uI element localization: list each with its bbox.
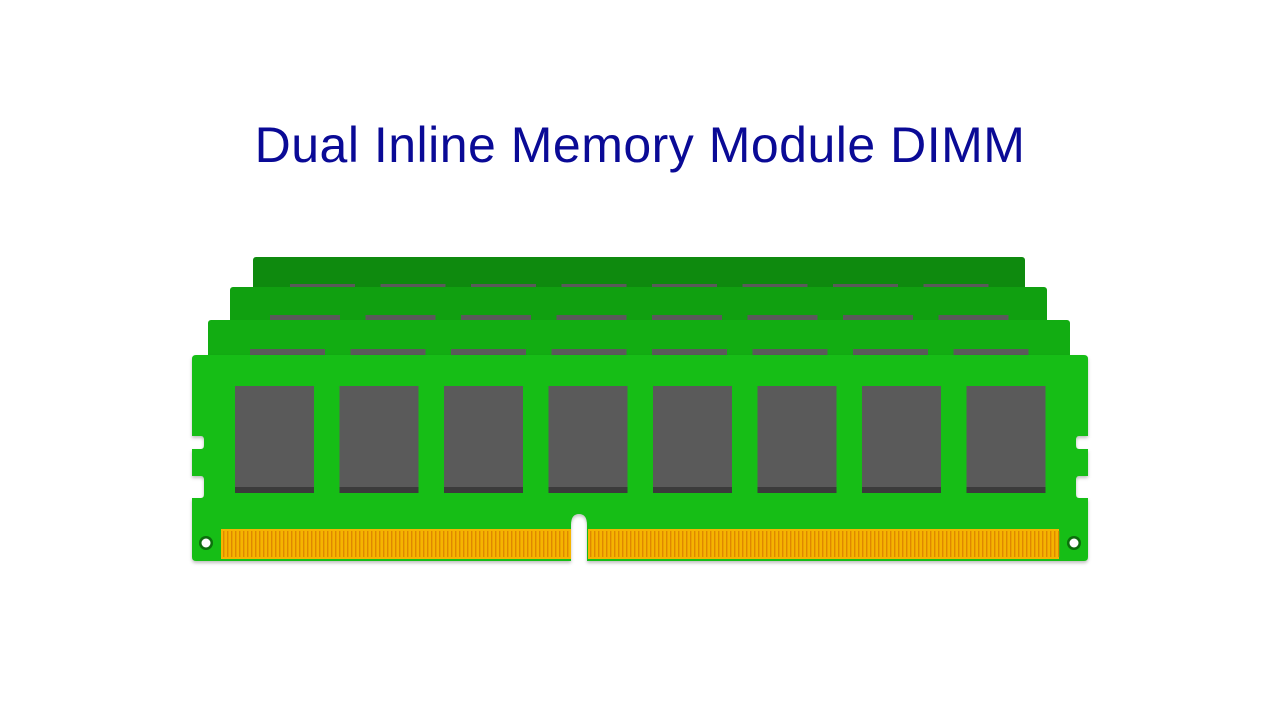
memory-chip bbox=[862, 386, 941, 487]
memory-module-back-2 bbox=[230, 287, 1047, 327]
memory-chip-back bbox=[380, 284, 446, 287]
memory-chip-back bbox=[752, 349, 828, 355]
memory-chip-back bbox=[461, 315, 531, 320]
memory-chip-back bbox=[561, 284, 627, 287]
memory-chip-back bbox=[270, 315, 340, 320]
memory-chip-back bbox=[652, 284, 717, 287]
memory-module-front bbox=[192, 355, 1088, 561]
memory-chip bbox=[966, 386, 1046, 487]
memory-chip-back bbox=[350, 349, 426, 355]
memory-chip-back bbox=[953, 349, 1029, 355]
memory-chip-back bbox=[742, 284, 808, 287]
memory-chip-back bbox=[853, 349, 928, 355]
page-title: Dual Inline Memory Module DIMM bbox=[254, 117, 1026, 173]
memory-chip-back bbox=[365, 315, 436, 320]
memory-chip-back bbox=[652, 315, 722, 320]
memory-chip bbox=[548, 386, 628, 487]
memory-module-back-1 bbox=[208, 320, 1070, 362]
memory-chip-back bbox=[451, 349, 526, 355]
memory-chip-back bbox=[652, 349, 727, 355]
memory-chip-back bbox=[551, 349, 627, 355]
memory-chip-back bbox=[833, 284, 898, 287]
memory-chip bbox=[757, 386, 837, 487]
memory-chip-back bbox=[250, 349, 325, 355]
memory-chip bbox=[653, 386, 732, 487]
memory-chip-back bbox=[938, 315, 1009, 320]
memory-chip-back bbox=[923, 284, 989, 287]
memory-chip bbox=[444, 386, 523, 487]
memory-chip bbox=[339, 386, 419, 487]
memory-chip bbox=[235, 386, 314, 487]
memory-chip-back bbox=[747, 315, 818, 320]
memory-chip-back bbox=[556, 315, 627, 320]
memory-chip-back bbox=[471, 284, 536, 287]
memory-chip-back bbox=[843, 315, 913, 320]
memory-chip-back bbox=[290, 284, 355, 287]
